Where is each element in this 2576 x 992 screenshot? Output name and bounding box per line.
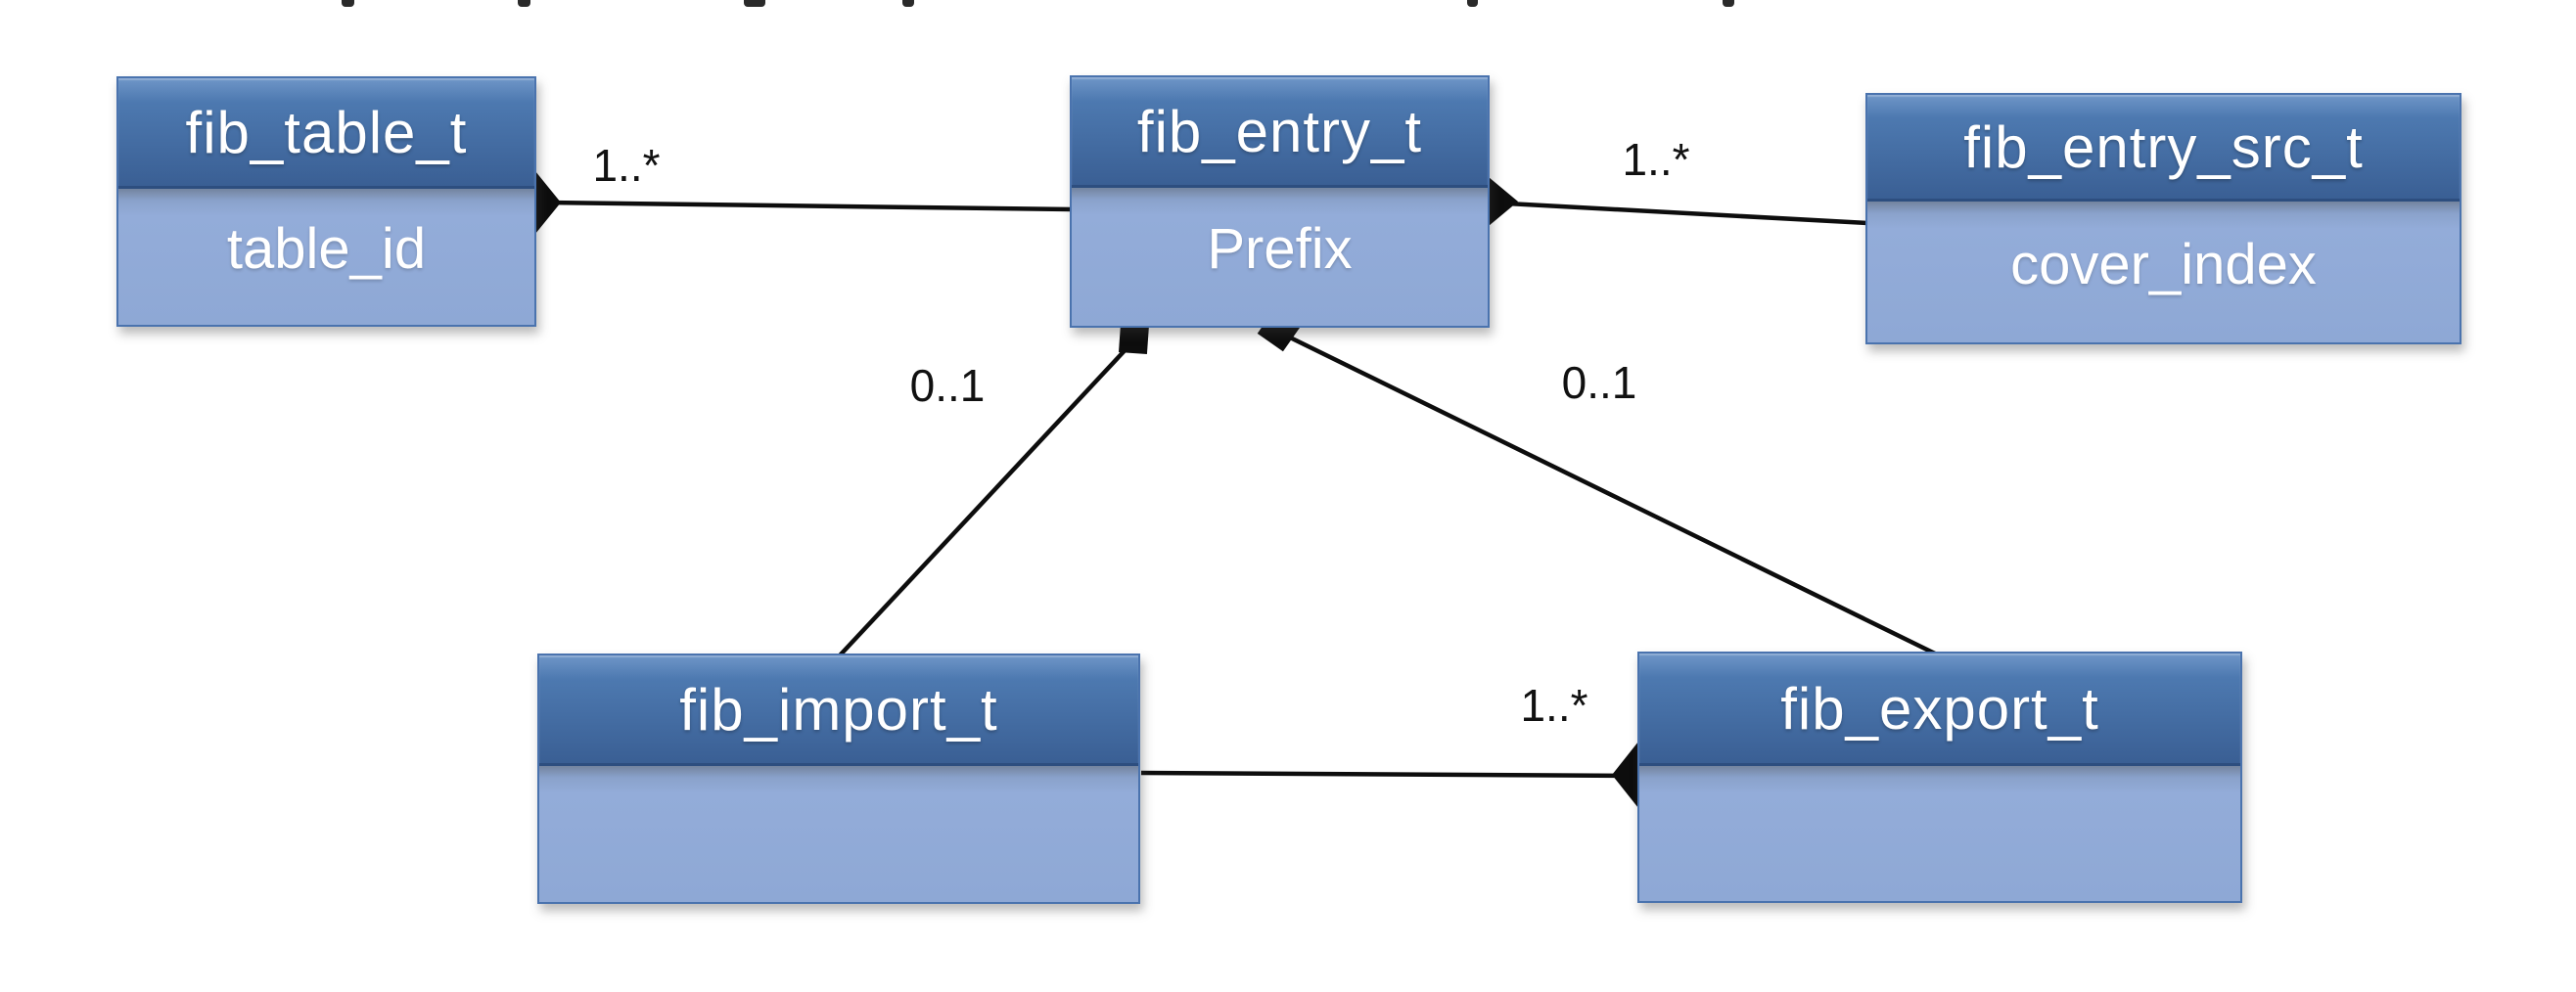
class-box-fib-entry-t: fib_entry_t Prefix <box>1070 75 1490 328</box>
connector-entry-import <box>838 342 1132 657</box>
connector-import-export <box>1140 770 1641 779</box>
multiplicity-label-entry-src: 1..* <box>1622 134 1690 185</box>
class-attribute: cover_index <box>2010 232 2317 296</box>
class-attributes: table_id <box>118 189 534 325</box>
class-attributes: cover_index <box>1867 202 2460 342</box>
class-title: fib_import_t <box>679 676 998 743</box>
class-title: fib_entry_t <box>1136 98 1423 164</box>
class-header: fib_entry_t <box>1072 77 1488 188</box>
connector-entry-src <box>1506 201 1868 226</box>
class-attributes <box>539 766 1138 902</box>
class-header: fib_import_t <box>539 655 1138 766</box>
connector-table-entry <box>545 200 1073 212</box>
class-attribute: table_id <box>226 217 427 281</box>
class-header: fib_table_t <box>118 78 534 189</box>
class-header: fib_export_t <box>1639 654 2240 766</box>
composition-square-entry-import-icon <box>1118 324 1149 355</box>
class-box-fib-entry-src-t: fib_entry_src_t cover_index <box>1865 93 2461 344</box>
multiplicity-label-import-export: 1..* <box>1520 680 1588 731</box>
multiplicity-label-table-entry: 1..* <box>592 140 661 191</box>
cropped-text-fragment <box>902 0 914 7</box>
class-box-fib-export-t: fib_export_t <box>1637 652 2242 903</box>
class-title: fib_table_t <box>185 99 468 165</box>
class-box-fib-table-t: fib_table_t table_id <box>116 76 536 327</box>
multiplicity-label-entry-import: 0..1 <box>909 360 986 411</box>
cropped-text-fragment <box>518 0 530 7</box>
class-box-fib-import-t: fib_import_t <box>537 654 1140 904</box>
multiplicity-label-entry-export: 0..1 <box>1561 357 1637 408</box>
class-title: fib_export_t <box>1780 675 2099 742</box>
class-header: fib_entry_src_t <box>1867 95 2460 202</box>
cropped-text-fragment <box>342 0 354 7</box>
cropped-text-fragment <box>1723 0 1734 7</box>
class-attributes: Prefix <box>1072 188 1488 326</box>
class-attribute: Prefix <box>1207 217 1353 281</box>
composition-diamond-entry-right-icon <box>1489 177 1518 226</box>
cropped-text-fragment <box>744 0 765 7</box>
cropped-text-fragment <box>1467 0 1478 7</box>
class-title: fib_entry_src_t <box>1963 113 2364 180</box>
class-attributes <box>1639 766 2240 901</box>
